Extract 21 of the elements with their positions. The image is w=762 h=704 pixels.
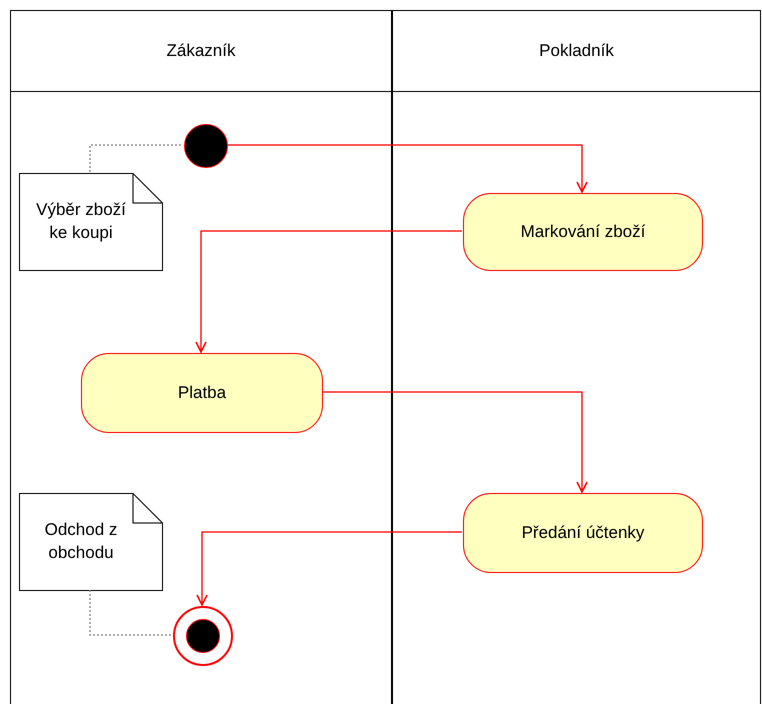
arrow [196, 531, 462, 606]
action-label: Platba [178, 382, 226, 404]
action-box [463, 493, 703, 573]
note [19, 493, 163, 591]
action-label: Markování zboží [520, 220, 646, 243]
swimlane [392, 10, 761, 704]
note-connector [89, 144, 183, 172]
lane-title: Pokladník [539, 40, 614, 62]
note-connector [89, 590, 172, 636]
action-label: Předání účtenky [522, 522, 644, 544]
arrow [195, 230, 462, 353]
lane-title: Zákazník [166, 40, 236, 62]
note [19, 173, 163, 271]
arrow [322, 391, 588, 493]
action-box [81, 353, 323, 433]
start-node [184, 124, 228, 168]
note-text: Odchod z obchodu [44, 519, 118, 564]
arrow [227, 144, 588, 193]
action-box [463, 193, 703, 271]
note-text: Výběr zboží ke koupi [35, 199, 127, 244]
swimlane [10, 10, 392, 704]
